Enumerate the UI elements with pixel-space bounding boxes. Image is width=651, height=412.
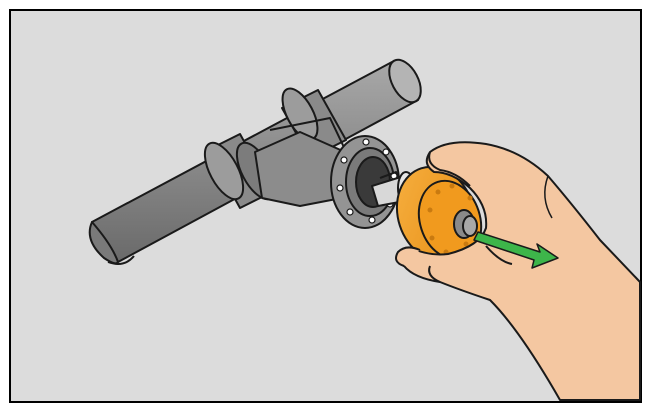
illustration-canvas — [0, 0, 651, 412]
illustration-frame — [0, 0, 651, 412]
